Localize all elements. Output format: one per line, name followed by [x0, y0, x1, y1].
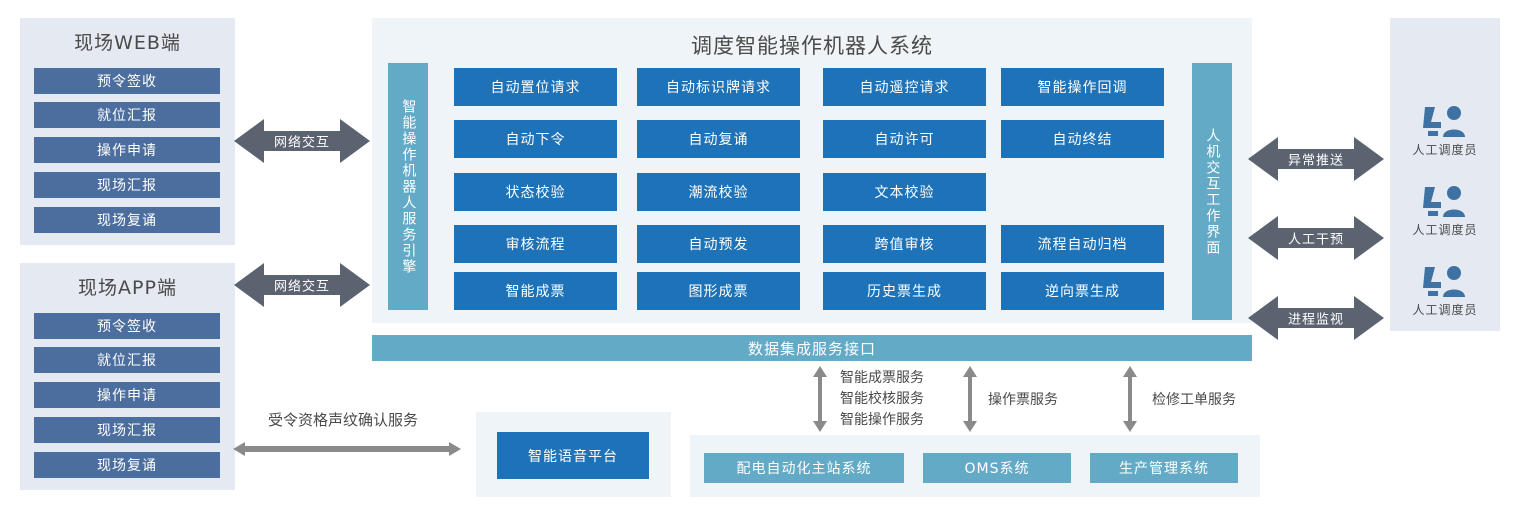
service-arrow-operation-ticket — [962, 366, 978, 432]
interaction-arrow-monitor: 进程监视 — [1248, 292, 1384, 344]
function-cell[interactable]: 自动预发 — [637, 225, 800, 263]
function-cell[interactable]: 审核流程 — [454, 225, 617, 263]
function-cell[interactable]: 智能操作回调 — [1001, 68, 1164, 106]
hmi-vertical-bar: 人机交互工作界面 — [1192, 63, 1232, 320]
app-client-item-4[interactable]: 现场复诵 — [34, 452, 220, 478]
web-client-item-3[interactable]: 现场汇报 — [34, 172, 220, 198]
function-cell[interactable]: 文本校验 — [823, 173, 986, 211]
service-arrow-maintenance-order — [1122, 366, 1138, 432]
operator-desk-icon — [1385, 105, 1505, 139]
web-client-item-4[interactable]: 现场复诵 — [34, 207, 220, 233]
operators-panel — [1390, 18, 1500, 331]
service-label-line: 智能操作服务 — [840, 412, 924, 428]
engine-vertical-bar: 智能操作机器人服务引擎 — [388, 63, 428, 310]
function-cell[interactable]: 自动许可 — [823, 120, 986, 158]
voiceprint-service-label: 受令资格声纹确认服务 — [268, 411, 419, 429]
function-cell[interactable]: 智能成票 — [454, 272, 617, 310]
function-cell[interactable]: 流程自动归档 — [1001, 225, 1164, 263]
operator-label: 人工调度员 — [1412, 223, 1478, 237]
function-cell[interactable]: 逆向票生成 — [1001, 272, 1164, 310]
data-integration-bus: 数据集成服务接口 — [372, 335, 1252, 361]
interaction-arrow-exception-label: 异常推送 — [1287, 153, 1344, 169]
function-cell[interactable]: 跨值审核 — [823, 225, 986, 263]
network-arrow-web-label: 网络交互 — [273, 135, 330, 151]
web-client-item-2[interactable]: 操作申请 — [34, 137, 220, 163]
web-client-item-0[interactable]: 预令签收 — [34, 68, 220, 94]
voice-platform-box[interactable]: 智能语音平台 — [497, 432, 649, 479]
function-cell[interactable]: 潮流校验 — [637, 173, 800, 211]
operator-label: 人工调度员 — [1412, 303, 1478, 317]
service-label-line: 智能成票服务 — [840, 370, 924, 386]
app-client-title: 现场APP端 — [78, 277, 177, 299]
interaction-arrow-manual-label: 人工干预 — [1287, 232, 1344, 248]
network-arrow-app-label: 网络交互 — [273, 279, 330, 295]
web-client-item-1[interactable]: 就位汇报 — [34, 102, 220, 128]
function-cell[interactable]: 自动置位请求 — [454, 68, 617, 106]
app-client-item-3[interactable]: 现场汇报 — [34, 417, 220, 443]
operator-label: 人工调度员 — [1412, 143, 1478, 157]
app-client-item-0[interactable]: 预令签收 — [34, 313, 220, 339]
function-cell[interactable]: 自动复诵 — [637, 120, 800, 158]
operator-item: 人工调度员 — [1385, 105, 1505, 158]
operator-desk-icon — [1385, 185, 1505, 219]
function-cell[interactable]: 自动下令 — [454, 120, 617, 158]
app-client-item-1[interactable]: 就位汇报 — [34, 347, 220, 373]
external-system-box[interactable]: OMS系统 — [923, 453, 1071, 483]
robot-system-title: 调度智能操作机器人系统 — [691, 34, 933, 58]
external-system-box[interactable]: 配电自动化主站系统 — [704, 453, 904, 483]
external-system-box[interactable]: 生产管理系统 — [1090, 453, 1238, 483]
service-label-intelligent-group: 智能成票服务 智能校核服务 智能操作服务 — [840, 368, 924, 431]
service-label-line: 智能校核服务 — [840, 391, 924, 407]
operator-desk-icon — [1385, 265, 1505, 299]
function-cell[interactable]: 自动终结 — [1001, 120, 1164, 158]
app-client-item-2[interactable]: 操作申请 — [34, 382, 220, 408]
network-arrow-app: 网络交互 — [234, 259, 370, 311]
function-cell[interactable]: 自动遥控请求 — [823, 68, 986, 106]
voiceprint-arrow — [233, 441, 461, 457]
interaction-arrow-manual: 人工干预 — [1248, 212, 1384, 264]
service-label-maintenance-order: 检修工单服务 — [1152, 392, 1236, 408]
function-cell[interactable]: 自动标识牌请求 — [637, 68, 800, 106]
function-cell[interactable]: 图形成票 — [637, 272, 800, 310]
function-cell[interactable]: 历史票生成 — [823, 272, 986, 310]
interaction-arrow-exception: 异常推送 — [1248, 133, 1384, 185]
network-arrow-web: 网络交互 — [234, 115, 370, 167]
function-cell[interactable]: 状态校验 — [454, 173, 617, 211]
interaction-arrow-monitor-label: 进程监视 — [1287, 312, 1344, 328]
operator-item: 人工调度员 — [1385, 265, 1505, 318]
operator-item: 人工调度员 — [1385, 185, 1505, 238]
service-arrow-ticket-group — [812, 366, 828, 432]
web-client-title: 现场WEB端 — [74, 32, 181, 54]
service-label-operation-ticket: 操作票服务 — [988, 392, 1058, 408]
